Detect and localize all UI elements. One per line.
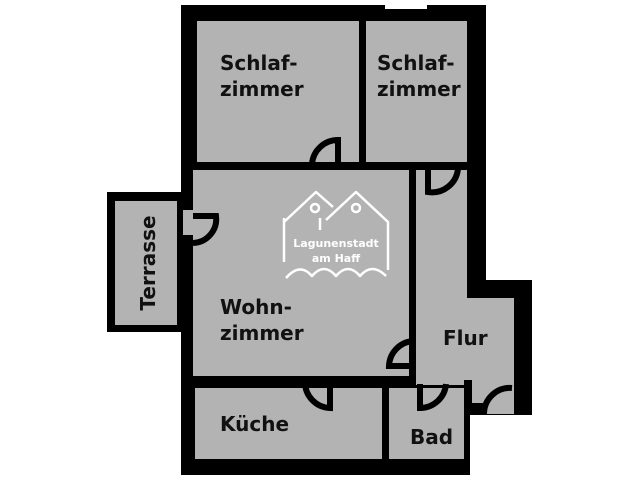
label-schlafzimmer-2: Schlaf- zimmer: [377, 50, 461, 102]
label-wohnzimmer: Wohn- zimmer: [220, 294, 304, 346]
label-line: Wohn-: [220, 295, 292, 319]
label-line: zimmer: [377, 77, 461, 101]
room-bad: [389, 388, 464, 459]
room-flur-bottom: [416, 370, 471, 385]
room-kueche: [195, 388, 382, 459]
label-line: zimmer: [220, 77, 304, 101]
door-bad-2: [480, 384, 513, 415]
door-terrasse: [192, 213, 220, 246]
label-bad: Bad: [410, 425, 454, 449]
label-kueche: Küche: [220, 412, 290, 436]
door-bad: [417, 383, 449, 412]
door-kueche: [302, 381, 333, 412]
door-schlafzimmer-1: [309, 136, 341, 165]
label-line: zimmer: [220, 321, 304, 345]
logo-line-1: Lagunenstadt: [293, 237, 379, 250]
logo-line-2: am Haff: [311, 252, 361, 265]
room-flur: [416, 170, 467, 376]
logo-icon: [282, 190, 390, 279]
logo-text: Lagunenstadt am Haff: [286, 236, 386, 266]
door-flur: [385, 338, 414, 369]
label-schlafzimmer-1: Schlaf- zimmer: [220, 50, 304, 102]
label-terrasse: Terrasse: [136, 215, 160, 311]
door-schlafzimmer-2: [425, 167, 461, 196]
room-schlafzimmer-2: [366, 21, 467, 162]
label-line: Schlaf-: [377, 51, 455, 75]
label-line: Schlaf-: [220, 51, 298, 75]
room-wohnzimmer: [193, 170, 409, 376]
label-flur: Flur: [443, 326, 488, 350]
room-terrasse: [115, 201, 177, 325]
